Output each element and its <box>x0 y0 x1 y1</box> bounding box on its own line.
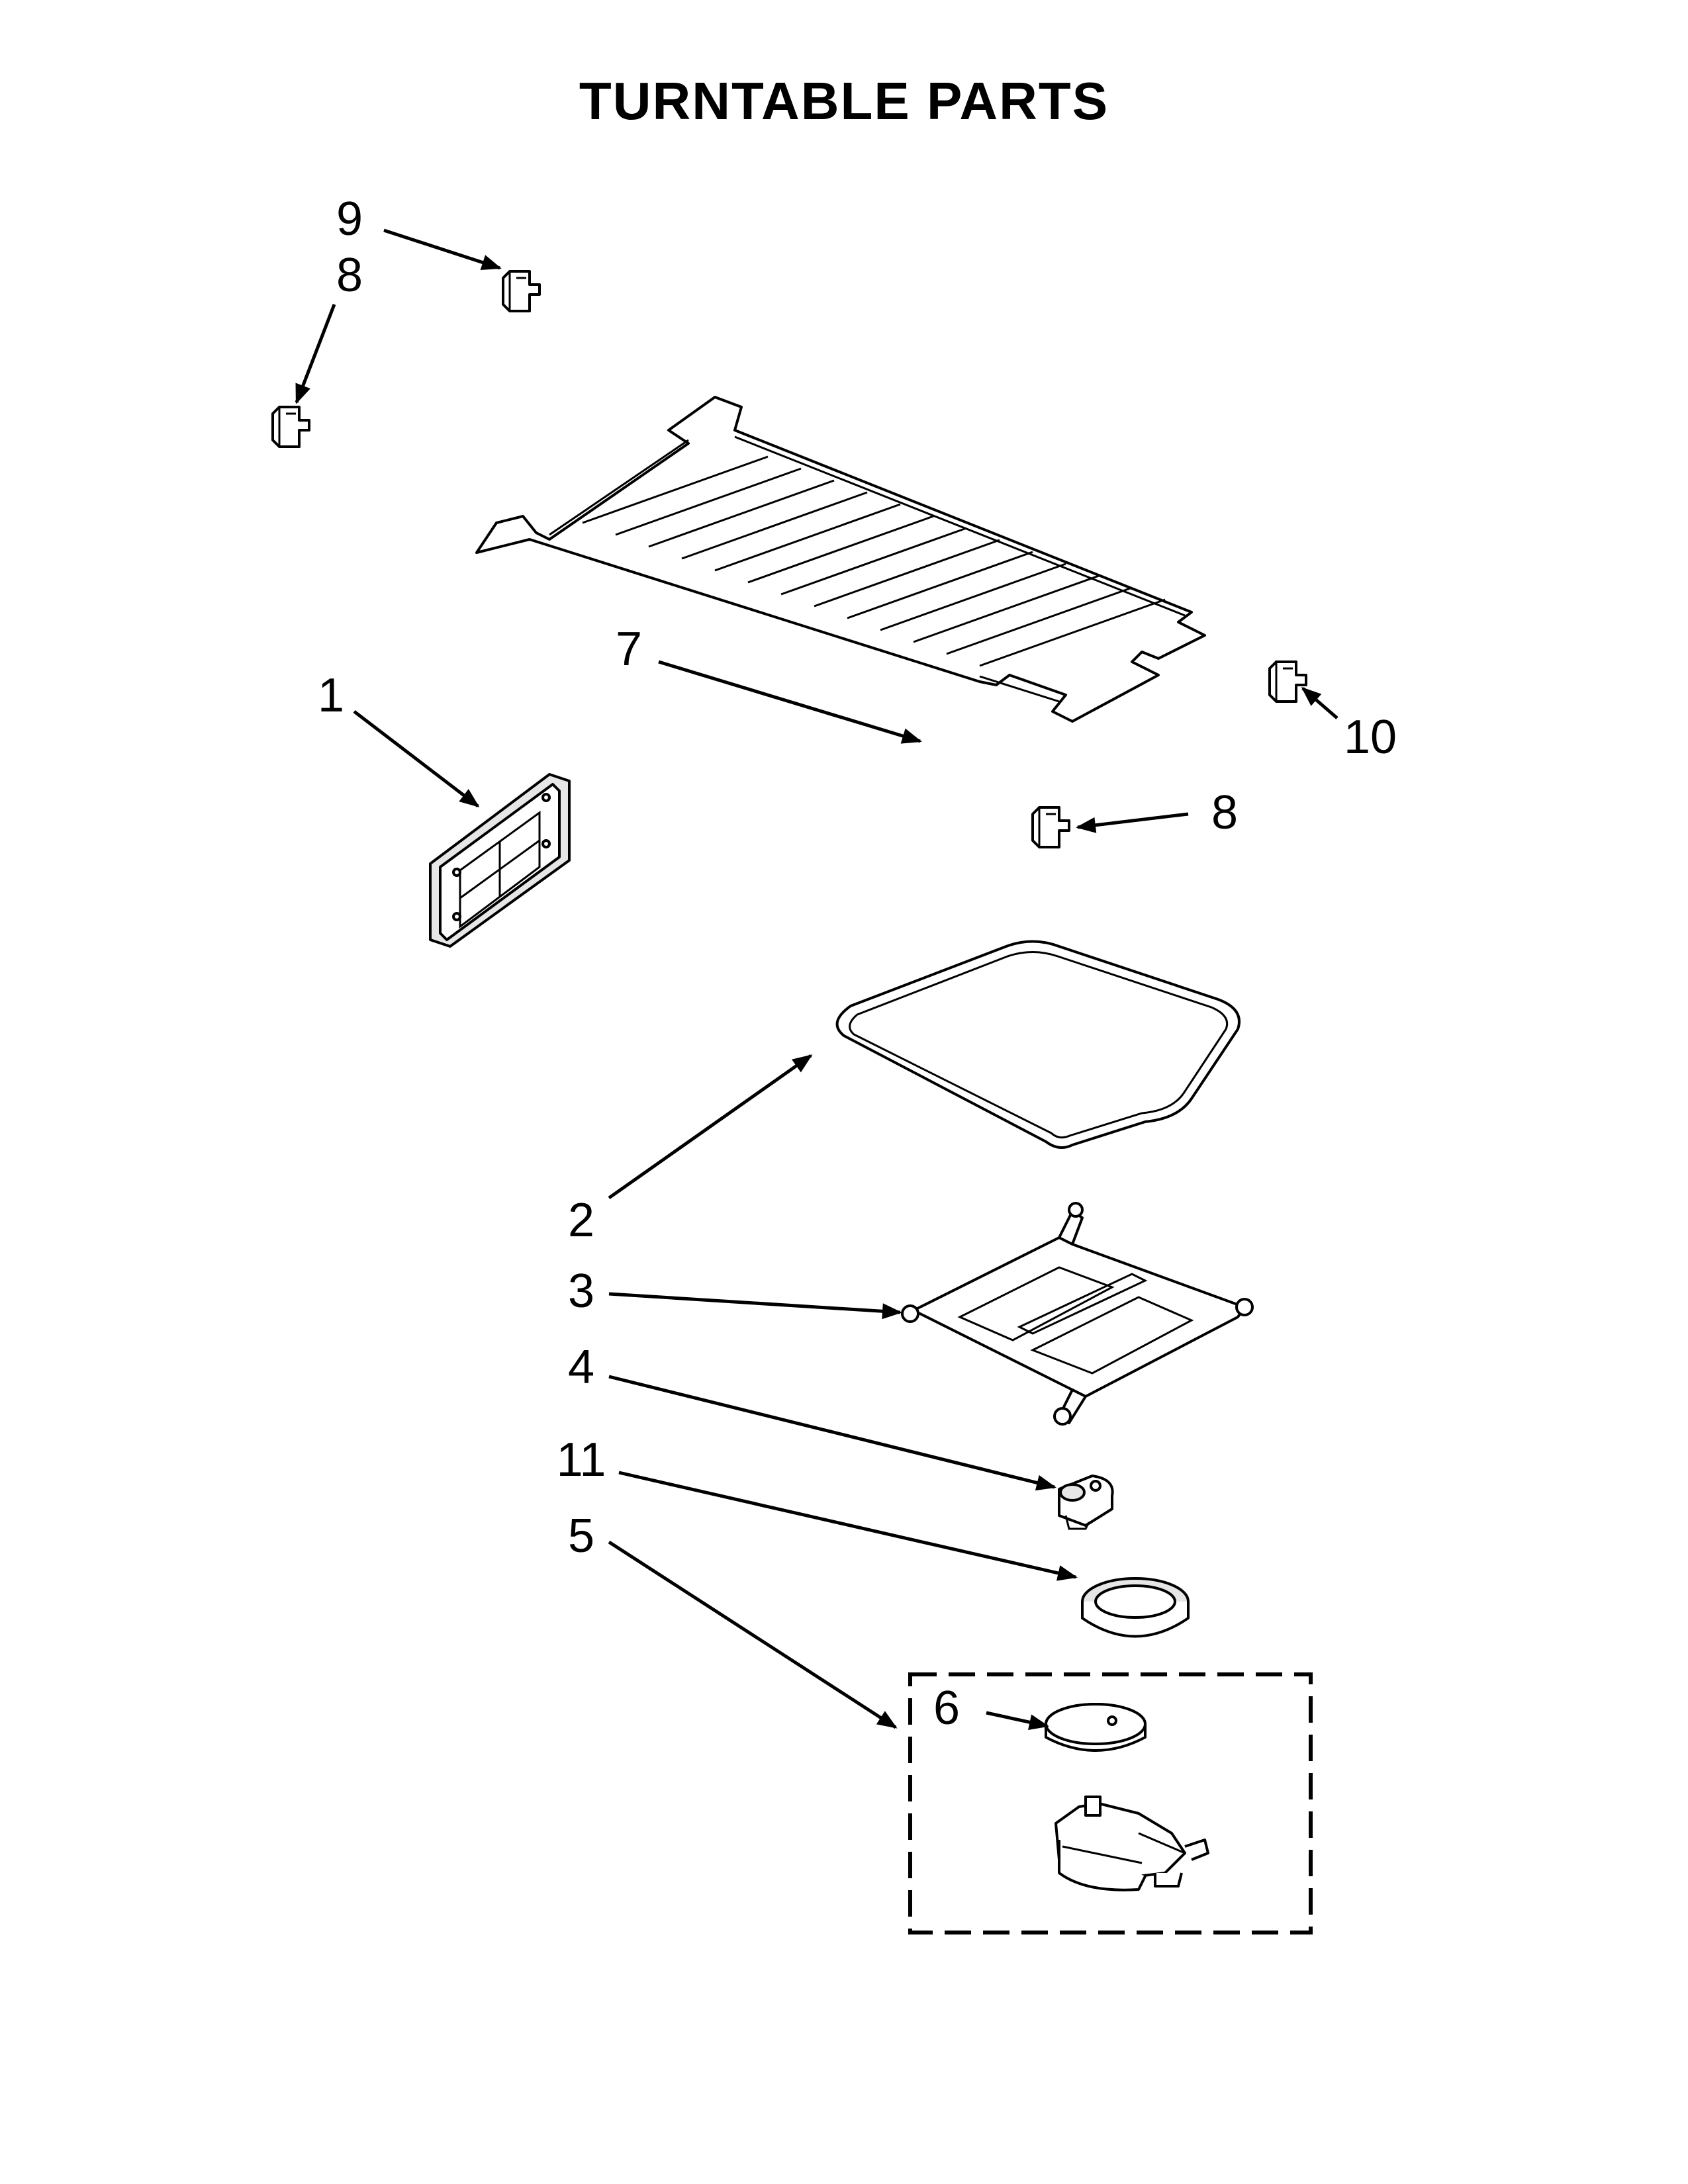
turntable-tray-part-2 <box>835 940 1241 1149</box>
roller-support-part-3 <box>901 1202 1254 1426</box>
wire-rack-part-7 <box>475 396 1206 723</box>
callout-8-lower: 8 <box>1211 786 1238 839</box>
vent-grille-part-1 <box>429 773 571 948</box>
leader-5 <box>608 1540 898 1729</box>
leader-8-upper <box>295 304 336 404</box>
clip-part-8-lower <box>1031 806 1070 848</box>
page-title: TURNTABLE PARTS <box>579 71 1109 130</box>
clip-part-10 <box>1268 660 1307 703</box>
clip-part-9 <box>502 270 541 312</box>
callout-5: 5 <box>568 1510 594 1563</box>
motor-cap-part-6 <box>1045 1703 1147 1752</box>
ring-part-11 <box>1081 1577 1190 1638</box>
leader-3 <box>608 1292 902 1320</box>
turntable-motor-part-5 <box>1055 1796 1209 1891</box>
callout-3: 3 <box>568 1265 594 1318</box>
callout-7: 7 <box>616 623 642 676</box>
leader-7 <box>658 660 922 744</box>
leader-11 <box>618 1471 1078 1581</box>
callout-2: 2 <box>568 1194 594 1247</box>
callout-4: 4 <box>568 1341 594 1394</box>
callout-11: 11 <box>557 1433 606 1486</box>
leader-10 <box>1301 687 1338 719</box>
clip-part-8-upper <box>271 406 310 448</box>
leader-2 <box>608 1054 813 1200</box>
callout-9: 9 <box>336 193 363 246</box>
leader-6 <box>986 1711 1049 1730</box>
leader-9 <box>383 228 502 271</box>
coupler-part-4 <box>1058 1475 1114 1530</box>
callout-10: 10 <box>1344 711 1397 764</box>
callout-8-upper: 8 <box>336 249 363 302</box>
leader-4 <box>608 1375 1056 1491</box>
callout-1: 1 <box>318 669 344 722</box>
callout-6: 6 <box>933 1682 960 1735</box>
leader-8-lower <box>1076 812 1189 833</box>
leader-1 <box>353 710 480 807</box>
motor-assembly-dashed-box <box>908 1672 1313 1934</box>
